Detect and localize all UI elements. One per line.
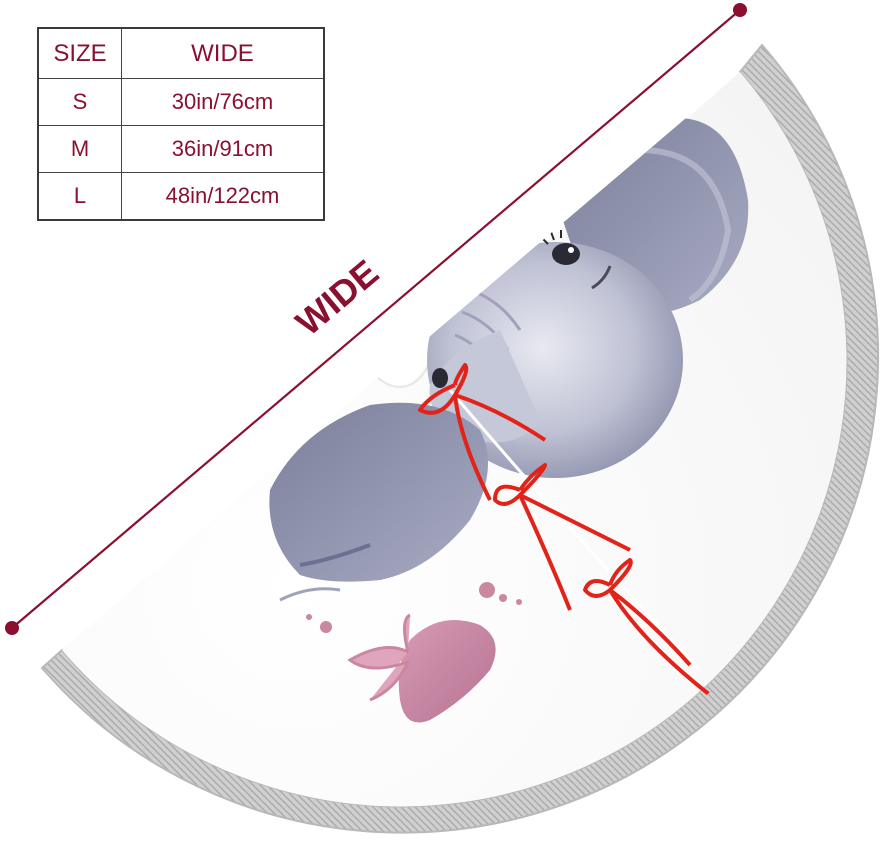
ribbon-string (448, 389, 702, 672)
size-header-cell: SIZE (37, 27, 122, 80)
size-cell: M (37, 125, 122, 173)
wide-header-cell: WIDE (121, 27, 325, 80)
elephant-eye (552, 243, 580, 265)
heart-bow (347, 613, 411, 702)
elephant-ear-left (269, 402, 488, 582)
heart-balloon (398, 620, 496, 723)
dimension-endpoint-top (733, 3, 747, 17)
size-chart-header-row: SIZE WIDE (37, 27, 325, 80)
wide-dimension-line (11, 9, 741, 629)
size-chart-row: S 30in/76cm (37, 78, 325, 127)
wide-cell: 36in/91cm (121, 125, 325, 173)
size-cell: S (37, 78, 122, 127)
wide-dimension-label: WIDE (288, 252, 386, 344)
size-chart-row: M 36in/91cm (37, 125, 325, 173)
wide-cell: 30in/76cm (121, 78, 325, 127)
red-ribbon-bows (418, 363, 712, 697)
size-cell: L (37, 171, 122, 221)
wide-cell: 48in/122cm (121, 171, 325, 221)
size-chart-row: L 48in/122cm (37, 171, 325, 221)
size-chart-table: SIZE WIDE S 30in/76cm M 36in/91cm L 48in… (37, 27, 325, 221)
dimension-endpoint-bottom (5, 621, 19, 635)
